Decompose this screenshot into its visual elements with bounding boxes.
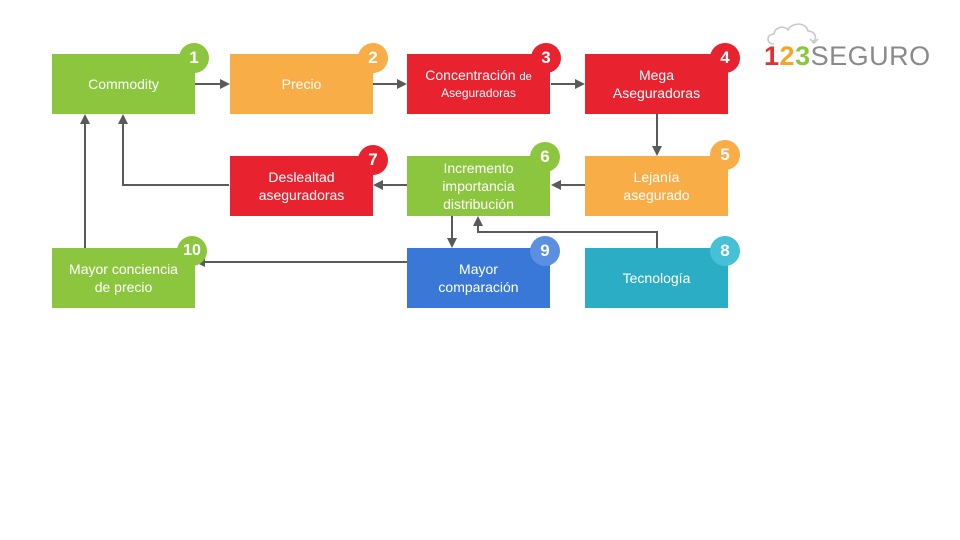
logo-digit-2: 2 xyxy=(779,41,796,71)
node-mayor-comparacion-label-line2: comparación xyxy=(438,279,519,295)
node-concentracion-label: Concentración de xyxy=(425,67,532,83)
node-incremento-label-line1: Incremento xyxy=(443,160,514,176)
arrow-deslealtad-to-commodity xyxy=(118,114,229,186)
node-concentracion-label-line2: Aseguradoras xyxy=(441,86,516,100)
badge-8: 8 xyxy=(710,236,740,266)
node-mayor-conciencia-label-line2: de precio xyxy=(94,279,153,295)
node-deslealtad-label-line1: Deslealtad xyxy=(268,169,335,185)
logo-text: 123SEGURO xyxy=(764,41,931,71)
node-precio: Precio xyxy=(230,54,373,114)
badge-3: 3 xyxy=(531,43,561,73)
arrow-tecnologia-to-incremento xyxy=(473,216,658,248)
badge-6: 6 xyxy=(530,142,560,172)
node-incremento-label-line2: importancia xyxy=(442,178,515,194)
node-deslealtad: Deslealtad aseguradoras xyxy=(230,156,373,216)
node-precio-label: Precio xyxy=(281,76,322,92)
badge-2: 2 xyxy=(358,43,388,73)
node-lejania: Lejanía asegurado xyxy=(585,156,728,216)
logo-digit-3: 3 xyxy=(795,41,811,71)
badge-7: 7 xyxy=(358,145,388,175)
node-lejania-label-line2: asegurado xyxy=(623,187,690,203)
node-mayor-comparacion-label-line1: Mayor xyxy=(459,261,498,277)
node-mega-label-line1: Mega xyxy=(638,67,675,83)
logo-123seguro: 123SEGURO xyxy=(764,22,930,72)
badge-10: 10 xyxy=(177,236,207,266)
node-commodity-label: Commodity xyxy=(88,76,159,92)
node-incremento: Incremento importancia distribución xyxy=(407,156,550,216)
node-lejania-label-line1: Lejanía xyxy=(633,169,680,185)
cloud-icon xyxy=(767,23,819,45)
badge-4: 4 xyxy=(710,43,740,73)
badge-9: 9 xyxy=(530,236,560,266)
logo-digit-1: 1 xyxy=(764,41,780,71)
badge-1: 1 xyxy=(179,43,209,73)
logo-brand: SEGURO xyxy=(810,41,931,71)
node-mayor-conciencia: Mayor conciencia de precio xyxy=(52,248,195,308)
node-incremento-label-line3: distribución xyxy=(443,196,514,212)
node-mega: Mega Aseguradoras xyxy=(585,54,728,114)
node-concentracion: Concentración de Aseguradoras xyxy=(407,54,550,114)
node-deslealtad-label-line2: aseguradoras xyxy=(258,187,345,203)
node-tecnologia: Tecnología xyxy=(585,248,728,308)
node-commodity: Commodity xyxy=(52,54,195,114)
node-mega-label-line2: Aseguradoras xyxy=(612,85,701,101)
node-tecnologia-label: Tecnología xyxy=(622,270,691,286)
badge-5: 5 xyxy=(710,140,740,170)
node-mayor-comparacion: Mayor comparación xyxy=(407,248,550,308)
node-mayor-conciencia-label-line1: Mayor conciencia xyxy=(69,261,178,277)
